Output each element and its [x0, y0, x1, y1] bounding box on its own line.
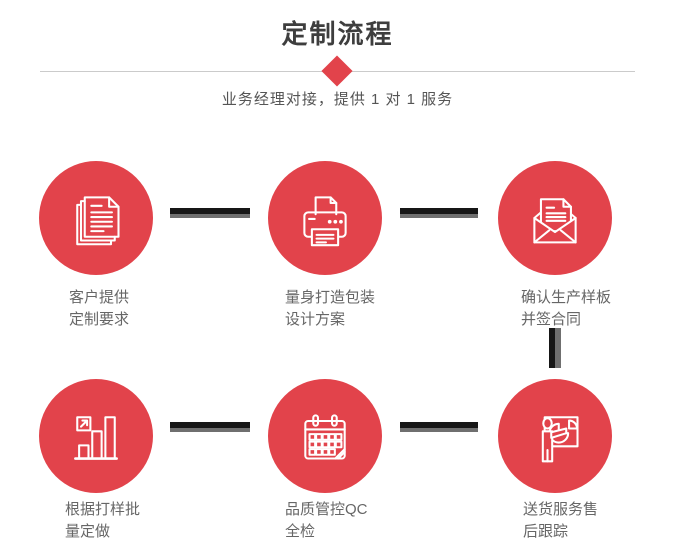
step-circle-quality-control	[268, 379, 382, 493]
presentation-icon	[541, 416, 579, 463]
page-subtitle: 业务经理对接，提供 1 对 1 服务	[221, 91, 454, 108]
step-label: 品质管控QC 全检	[285, 501, 368, 540]
connector-step2-step3	[400, 208, 478, 218]
step-label: 送货服务售 后跟踪	[523, 501, 599, 540]
step-circle-batch-production	[39, 379, 153, 493]
page-title: 定制流程	[281, 19, 394, 49]
envelope-icon	[533, 198, 577, 244]
diamond-icon	[321, 55, 353, 87]
step-circle-delivery-tracking	[498, 379, 612, 493]
documents-icon	[76, 196, 120, 246]
step-circle-customer-requirements	[39, 161, 153, 275]
calendar-icon	[304, 414, 346, 460]
connector-step3-step6	[549, 328, 561, 368]
bar-chart-icon	[74, 416, 118, 460]
step-label: 客户提供 定制要求	[69, 289, 130, 328]
connector-step5-step6	[400, 422, 478, 432]
step-circle-sample-contract	[498, 161, 612, 275]
step-circle-packaging-design	[268, 161, 382, 275]
step-label: 确认生产样板 并签合同	[521, 289, 612, 328]
step-label: 根据打样批 量定做	[65, 501, 141, 540]
printer-icon	[303, 196, 347, 247]
connector-step4-step5	[170, 422, 250, 432]
connector-step1-step2	[170, 208, 250, 218]
step-label: 量身打造包装 设计方案	[285, 289, 376, 328]
